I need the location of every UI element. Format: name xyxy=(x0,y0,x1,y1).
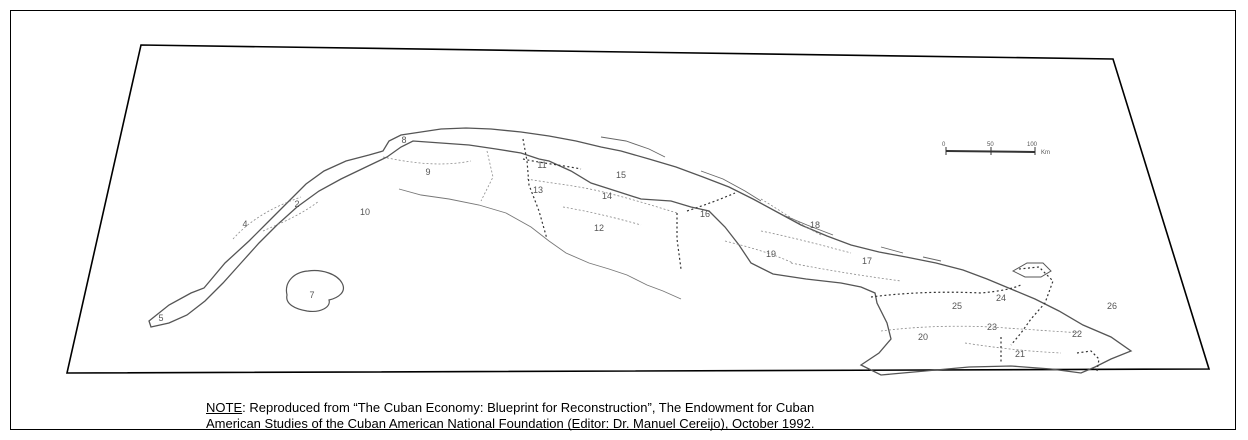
nipe-bay xyxy=(1011,262,1052,278)
region-label-4: 4 xyxy=(242,219,247,229)
region-label-15: 15 xyxy=(616,170,626,180)
region-label-19: 19 xyxy=(766,249,776,259)
northern-keys xyxy=(600,136,942,262)
region-label-21: 21 xyxy=(1015,349,1025,359)
region-label-10: 10 xyxy=(360,207,370,217)
isla-de-la-juventud xyxy=(285,269,344,312)
scale-bar-label-50: 50 xyxy=(987,142,994,148)
region-label-20: 20 xyxy=(918,332,928,342)
region-label-12: 12 xyxy=(594,223,604,233)
region-label-13: 13 xyxy=(533,185,543,195)
scale-bar-label-0: 0 xyxy=(942,142,946,148)
scale-bar-label-100: 100 xyxy=(1027,142,1038,148)
province-boundaries xyxy=(522,138,1100,372)
region-boundaries xyxy=(232,150,1082,354)
caption-line-1: NOTE: Reproduced from “The Cuban Economy… xyxy=(206,400,1166,416)
region-label-26: 26 xyxy=(1107,301,1117,311)
figure-caption: NOTE: Reproduced from “The Cuban Economy… xyxy=(206,400,1166,432)
region-label-17: 17 xyxy=(862,256,872,266)
scale-bar: 0 50 100 Km xyxy=(942,142,1050,156)
cuba-coastline xyxy=(148,127,1133,376)
region-label-22: 22 xyxy=(1072,329,1082,339)
region-label-14: 14 xyxy=(602,191,612,201)
caption-text-1: : Reproduced from “The Cuban Economy: Bl… xyxy=(242,400,815,415)
caption-note-label: NOTE xyxy=(206,400,243,415)
caption-line-2: American Studies of the Cuban American N… xyxy=(206,416,815,431)
region-label-11: 11 xyxy=(537,160,546,170)
region-label-23: 23 xyxy=(987,322,997,332)
region-label-5: 5 xyxy=(158,313,163,323)
map-sheet-border xyxy=(65,44,1211,374)
region-label-18: 18 xyxy=(810,220,820,230)
region-label-16: 16 xyxy=(700,209,710,219)
region-label-2: 2 xyxy=(294,199,299,209)
region-label-24: 24 xyxy=(996,293,1006,303)
region-label-8: 8 xyxy=(401,135,406,145)
scale-bar-unit: Km xyxy=(1041,150,1050,156)
region-label-7: 7 xyxy=(309,290,314,300)
region-label-25: 25 xyxy=(952,301,962,311)
zapata-coast-detail xyxy=(398,188,682,300)
region-label-9: 9 xyxy=(425,167,430,177)
